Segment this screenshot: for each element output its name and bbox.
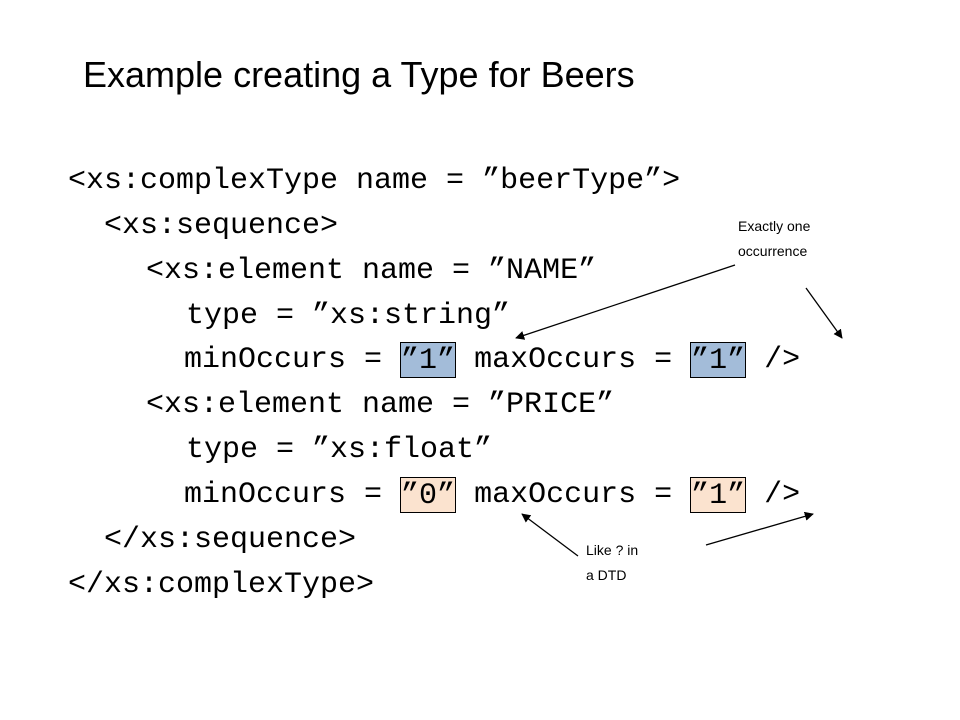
annotation-exactly-one: Exactly one occurrence: [738, 218, 811, 259]
min-occurs-value-price: ”0”: [400, 477, 457, 513]
max-occurs-label: maxOccurs =: [456, 343, 691, 377]
code-line-sequence-open: <xs:sequence>: [104, 209, 339, 243]
code-line-complextype-close: </xs:complexType>: [68, 568, 375, 602]
code-line-complextype-open: <xs:complexType name = ”beerType”>: [68, 164, 681, 198]
arrow-to-min-occurs-price: [521, 513, 579, 557]
max-occurs-label: maxOccurs =: [456, 478, 691, 512]
code-line-sequence-close: </xs:sequence>: [104, 523, 357, 557]
min-occurs-label: minOccurs =: [184, 343, 401, 377]
max-occurs-value-name: ”1”: [690, 342, 747, 378]
code-line-element-price: <xs:element name = ”PRICE”: [146, 388, 615, 422]
min-occurs-value-name: ”1”: [400, 342, 457, 378]
arrow-to-min-occurs-name: [515, 264, 736, 340]
tag-close: />: [746, 343, 801, 377]
code-line-type-float: type = ”xs:float”: [186, 433, 493, 467]
min-occurs-label: minOccurs =: [184, 478, 401, 512]
max-occurs-value-price: ”1”: [690, 477, 747, 513]
code-line-element-name: <xs:element name = ”NAME”: [146, 254, 597, 288]
annotation-like-dtd: Like ? in a DTD: [586, 542, 639, 583]
arrow-to-max-occurs-name: [805, 287, 843, 339]
slide-title: Example creating a Type for Beers: [83, 54, 635, 95]
code-line-price-occurs: minOccurs = ”0” maxOccurs = ”1” />: [184, 477, 800, 513]
code-line-name-occurs: minOccurs = ”1” maxOccurs = ”1” />: [184, 342, 800, 378]
tag-close: />: [746, 478, 801, 512]
arrow-to-max-occurs-price: [705, 511, 814, 546]
code-line-type-string: type = ”xs:string”: [186, 299, 511, 333]
